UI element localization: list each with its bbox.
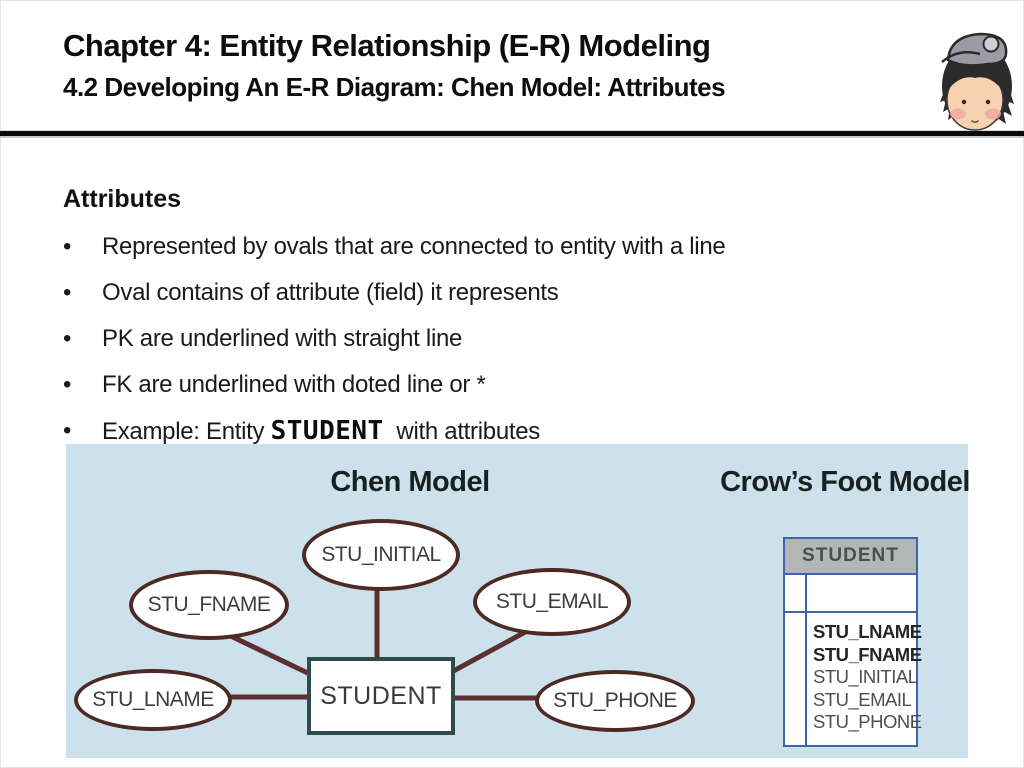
- bullet-text: Oval contains of attribute (field) it re…: [102, 279, 559, 306]
- bullet-list: Represented by ovals that are connected …: [0, 224, 980, 454]
- er-diagram-panel: Chen Model Crow’s Foot Model STU_INITIAL…: [66, 444, 970, 758]
- bullet-item: Oval contains of attribute (field) it re…: [0, 270, 980, 316]
- student-table: STUDENT STU_LNAME STU_FNAME STU_INITIAL …: [783, 537, 922, 747]
- empty-cell: [807, 575, 916, 611]
- bullet-text: Represented by ovals that are connected …: [102, 233, 726, 260]
- bullet-text: Example: Entity: [102, 418, 271, 445]
- attribute-row: STU_FNAME: [813, 643, 922, 665]
- pk-cell: [785, 575, 807, 611]
- bullet-item: PK are underlined with straight line: [0, 316, 980, 362]
- entity-box-student: STUDENT: [307, 657, 455, 735]
- avatar-icon: [930, 22, 1022, 136]
- attribute-row: STU_EMAIL: [813, 688, 912, 710]
- pk-cell: [785, 613, 807, 745]
- chen-model-title: Chen Model: [330, 466, 490, 498]
- attribute-oval-stu-phone: STU_PHONE: [535, 670, 695, 732]
- section-heading: Attributes: [63, 185, 182, 213]
- table-empty-row: [785, 575, 916, 613]
- page-title: Chapter 4: Entity Relationship (E-R) Mod…: [63, 28, 711, 63]
- attribute-row: STU_LNAME: [813, 621, 922, 642]
- bullet-item: Represented by ovals that are connected …: [0, 224, 980, 270]
- bullet-text: FK are underlined with doted line or *: [102, 371, 486, 398]
- attribute-oval-stu-initial: STU_INITIAL: [302, 519, 460, 591]
- crows-foot-model-title: Crow’s Foot Model: [720, 466, 970, 498]
- bullet-text: PK are underlined with straight line: [102, 325, 463, 352]
- attribute-row: STU_PHONE: [813, 711, 922, 732]
- bullet-item: FK are underlined with doted line or *: [0, 362, 980, 408]
- attribute-row: STU_INITIAL: [813, 666, 918, 687]
- attribute-oval-stu-lname: STU_LNAME: [74, 669, 232, 731]
- table-body-row: STU_LNAME STU_FNAME STU_INITIAL STU_EMAI…: [785, 613, 922, 745]
- entity-name-code: STUDENT: [270, 416, 384, 446]
- attribute-list-cell: STU_LNAME STU_FNAME STU_INITIAL STU_EMAI…: [807, 613, 922, 745]
- bullet-text: with attributes: [383, 418, 540, 445]
- page-subtitle: 4.2 Developing An E-R Diagram: Chen Mode…: [63, 72, 726, 102]
- table-header: STUDENT: [785, 539, 916, 575]
- attribute-oval-stu-email: STU_EMAIL: [473, 568, 631, 636]
- attribute-oval-stu-fname: STU_FNAME: [129, 570, 289, 640]
- header-divider: [0, 130, 1024, 142]
- bullet-item: Example: Entity STUDENT with attributes: [0, 408, 980, 454]
